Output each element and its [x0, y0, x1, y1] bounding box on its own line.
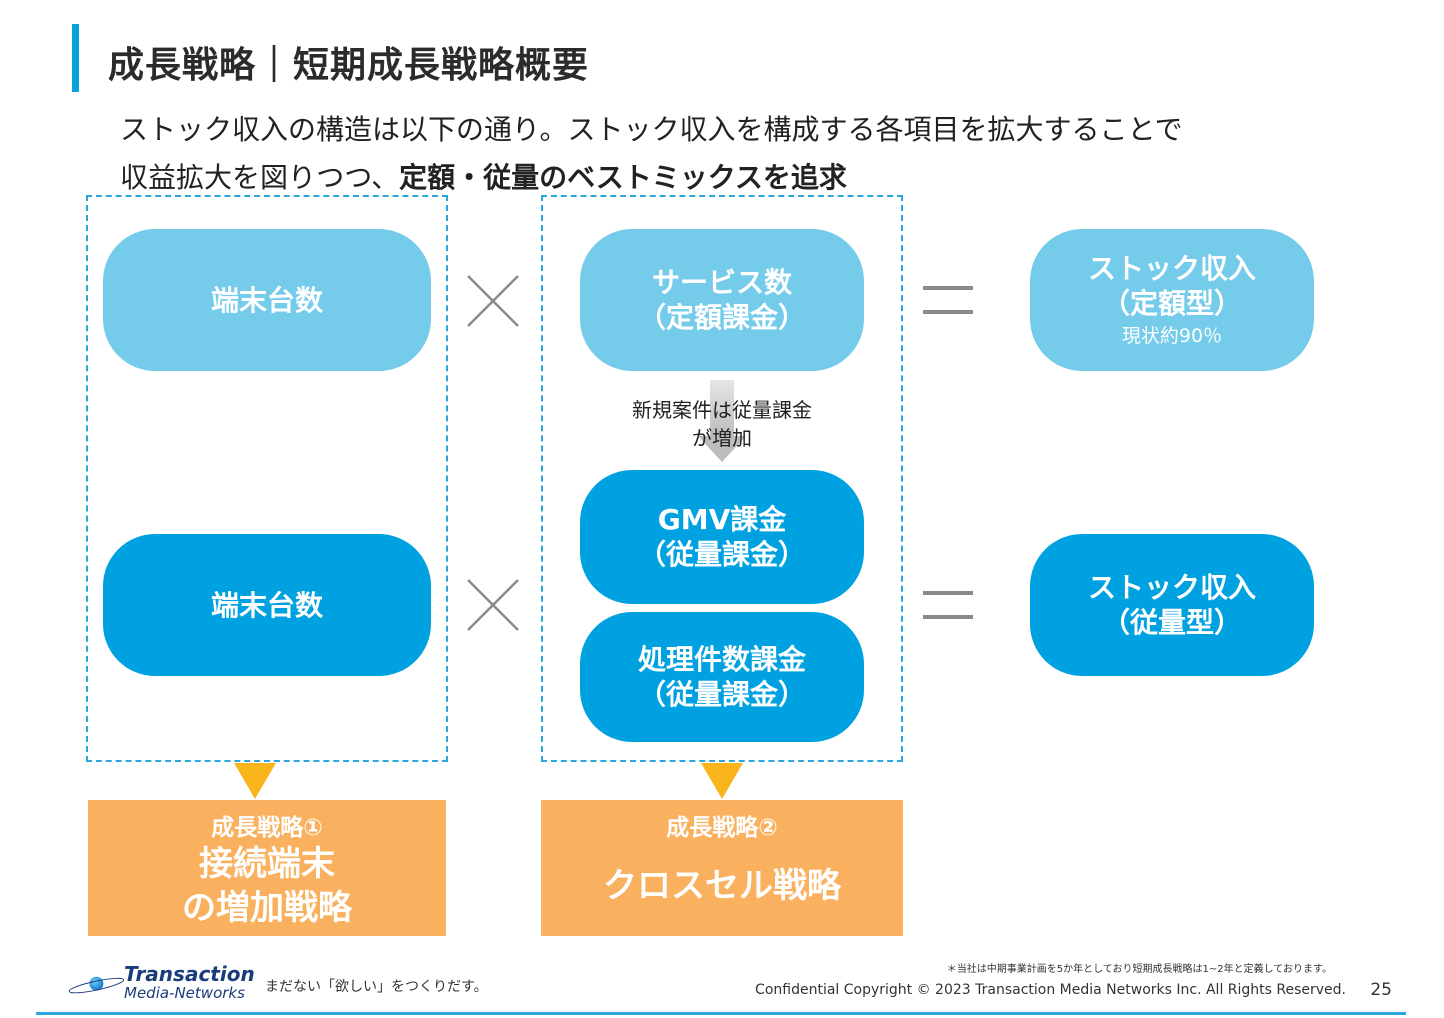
- stock-income-fixed-pill: ストック収入 （定額型） 現状約90％: [1030, 229, 1314, 371]
- multiply-icon-2: [467, 579, 519, 631]
- footnote: ＊当社は中期事業計画を5か年としており短期成長戦略は1~2年と定義しております。: [946, 964, 1332, 975]
- lead-text: ストック収入の構造は以下の通り。ストック収入を構成する各項目を拡大することで 収…: [120, 106, 1183, 202]
- lead-line-2-bold: 定額・従量のベストミックスを追求: [399, 161, 847, 194]
- company-tagline: まだない「欲しい」をつくりだす。: [265, 979, 488, 995]
- equals-icon-2: [923, 591, 973, 619]
- gmv-billing-pill: GMV課金 （従量課金）: [580, 470, 864, 604]
- growth-strategy-1-line2: の増加戦略: [182, 888, 352, 928]
- growth-strategy-1-caption: 成長戦略①: [211, 815, 323, 841]
- stock-income-fixed-label: ストック収入: [1087, 252, 1256, 286]
- equals-icon-1: [923, 286, 973, 314]
- footer-divider: [36, 1012, 1406, 1015]
- page-title: 成長戦略｜短期成長戦略概要: [108, 45, 590, 86]
- strategy-2-pointer: [701, 763, 743, 799]
- stock-income-usage-type: （従量型）: [1101, 606, 1242, 639]
- growth-strategy-2-caption: 成長戦略②: [666, 815, 778, 841]
- service-count-pill: サービス数 （定額課金）: [580, 229, 864, 371]
- lead-line-1: ストック収入の構造は以下の通り。ストック収入を構成する各項目を拡大することで: [120, 113, 1183, 146]
- gmv-billing-label: GMV課金: [657, 503, 787, 536]
- multiply-icon-1: [467, 275, 519, 327]
- billing-group-box: [541, 195, 903, 762]
- growth-strategy-1-line1: 接続端末: [199, 844, 335, 884]
- terminal-group-box: [86, 195, 448, 762]
- growth-strategy-2-box: 成長戦略② クロスセル戦略: [541, 800, 903, 936]
- lead-line-2: 収益拡大を図りつつ、定額・従量のベストミックスを追求: [120, 154, 1183, 202]
- usage-billing-note-line1: 新規案件は従量課金: [632, 398, 812, 422]
- stock-income-fixed-type: （定額型）: [1101, 287, 1242, 321]
- globe-logo-icon: [68, 976, 125, 994]
- strategy-1-pointer: [234, 763, 276, 799]
- page-number: 25: [1370, 980, 1392, 1000]
- stock-income-usage-pill: ストック収入 （従量型）: [1030, 534, 1314, 676]
- transaction-count-billing-sublabel: （従量課金）: [637, 678, 806, 711]
- terminal-count-pill-2: 端末台数: [103, 534, 431, 676]
- logo-wordmark-line1: Transaction: [124, 962, 255, 986]
- service-count-label: サービス数: [651, 266, 792, 299]
- gmv-billing-sublabel: （従量課金）: [637, 538, 806, 571]
- lead-line-2-plain: 収益拡大を図りつつ、: [120, 161, 400, 194]
- usage-billing-note-line2: が増加: [692, 426, 752, 450]
- transaction-count-billing-pill: 処理件数課金 （従量課金）: [580, 612, 864, 742]
- terminal-count-label-2: 端末台数: [210, 588, 323, 622]
- title-accent-bar: [72, 24, 79, 92]
- down-arrow-icon: [698, 380, 746, 462]
- logo-wordmark-line2: Media-Networks: [124, 984, 245, 1002]
- terminal-count-label-1: 端末台数: [210, 283, 323, 317]
- copyright-notice: Confidential Copyright © 2023 Transactio…: [755, 982, 1346, 998]
- stock-income-usage-label: ストック収入: [1087, 571, 1256, 604]
- stock-income-fixed-ratio: 現状約90％: [1121, 325, 1223, 348]
- growth-strategy-1-box: 成長戦略① 接続端末 の増加戦略: [88, 800, 446, 936]
- service-count-sublabel: （定額課金）: [637, 301, 806, 334]
- usage-billing-note: 新規案件は従量課金 が増加: [600, 396, 844, 452]
- transaction-count-billing-label: 処理件数課金: [637, 643, 806, 676]
- growth-strategy-2-title: クロスセル戦略: [603, 866, 841, 906]
- terminal-count-pill-1: 端末台数: [103, 229, 431, 371]
